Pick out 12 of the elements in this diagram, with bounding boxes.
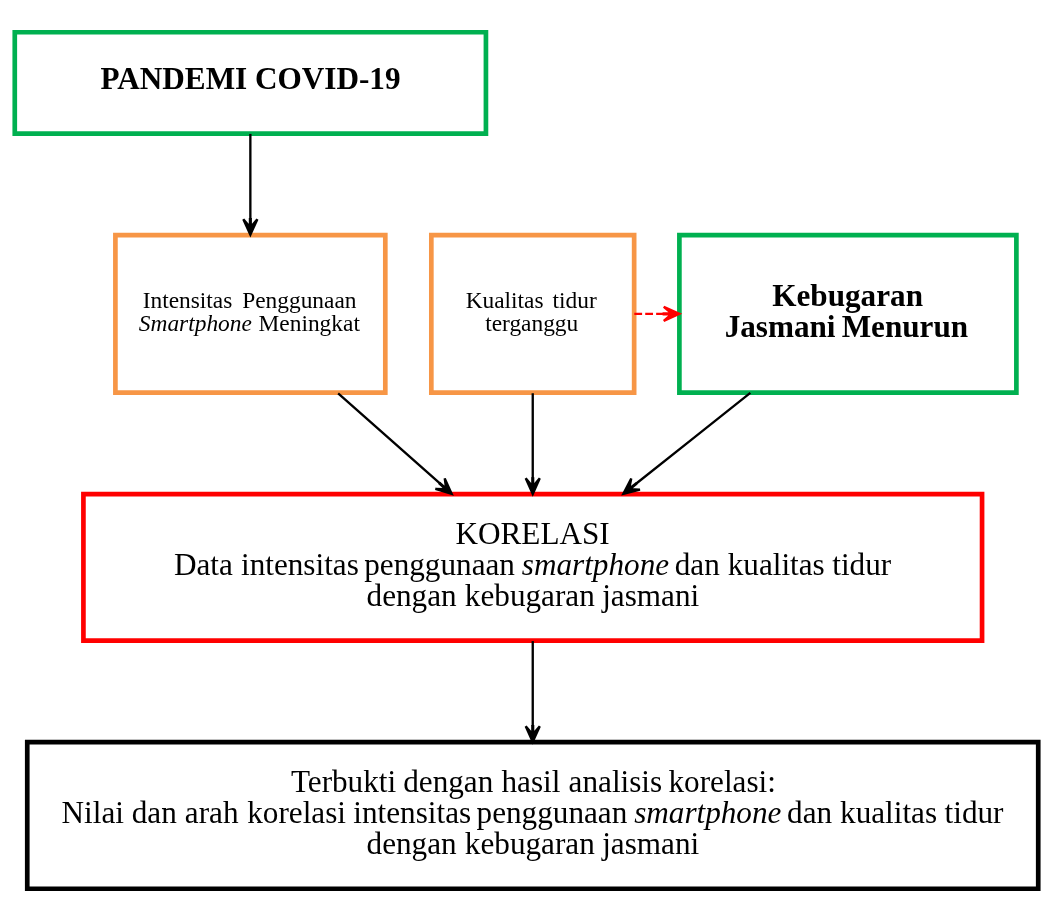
node-box: PANDEMI COVID-19 <box>12 29 489 136</box>
node-box: Kebugaran Jasmani Menurun <box>677 232 1019 395</box>
arrow <box>634 305 681 322</box>
node-box: Kualitas tidur terganggu <box>429 232 637 395</box>
arrow <box>622 391 752 495</box>
node-box: Intensitas Penggunaan Smartphone Meningkat <box>113 232 388 395</box>
node-box: KORELASI Data intensitas penggunaan smartphone dan kualitas tidur dengan kebugaran jasmani <box>81 491 985 643</box>
node-box: Terbukti dengan hasil analisis korelasi: Nilai dan arah korelasi intensitas penggunaan smartphone dan kualitas tidur dengan kebugaran jasmani <box>24 739 1041 891</box>
arrow <box>524 640 541 743</box>
arrow <box>524 392 541 495</box>
arrow <box>242 133 259 236</box>
arrow <box>337 391 453 495</box>
